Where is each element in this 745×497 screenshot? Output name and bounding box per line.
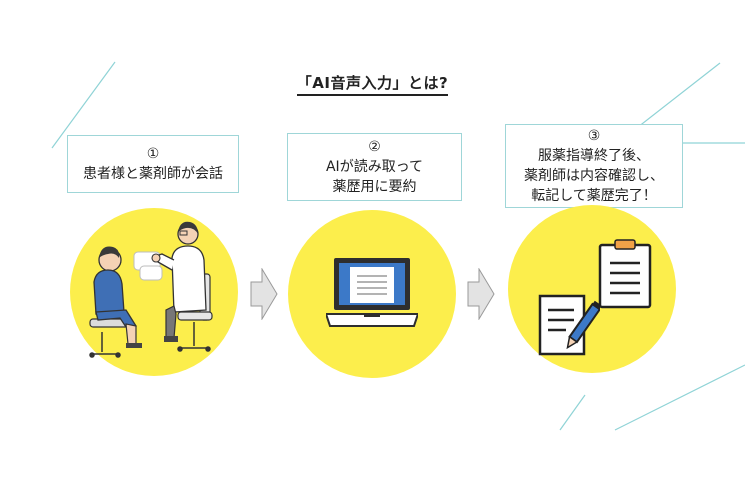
step-2-text-line-1: AIが読み取って xyxy=(325,159,423,175)
arrow-right-icon xyxy=(467,268,495,320)
step-3-text-line-3: 転記して薬歴完了！ xyxy=(531,188,657,204)
patient-pharmacist-illustration xyxy=(89,221,213,358)
document-pen-icon xyxy=(538,294,600,356)
clipboard-icon xyxy=(598,239,652,309)
step-3-text-line-2: 薬剤師は内容確認し、 xyxy=(524,168,664,184)
step-1-text: 患者様と薬剤師が会話 xyxy=(83,166,223,182)
step-2-box: ② AIが読み取って 薬歴用に要約 xyxy=(287,133,462,201)
laptop-icon xyxy=(326,258,418,327)
step-1-box: ① 患者様と薬剤師が会話 xyxy=(67,135,239,193)
step-3-box: ③ 服薬指導終了後、 薬剤師は内容確認し、 転記して薬歴完了！ xyxy=(505,124,683,208)
step-2-text-line-2: 薬歴用に要約 xyxy=(332,179,417,195)
step-1-number: ① xyxy=(146,146,160,162)
step-3-number: ③ xyxy=(587,128,601,144)
step-2-number: ② xyxy=(368,139,381,155)
page-title: 「AI音声入力」とは? xyxy=(0,72,745,96)
step-3-text-line-1: 服薬指導終了後、 xyxy=(538,148,650,164)
arrow-right-icon xyxy=(250,268,278,320)
